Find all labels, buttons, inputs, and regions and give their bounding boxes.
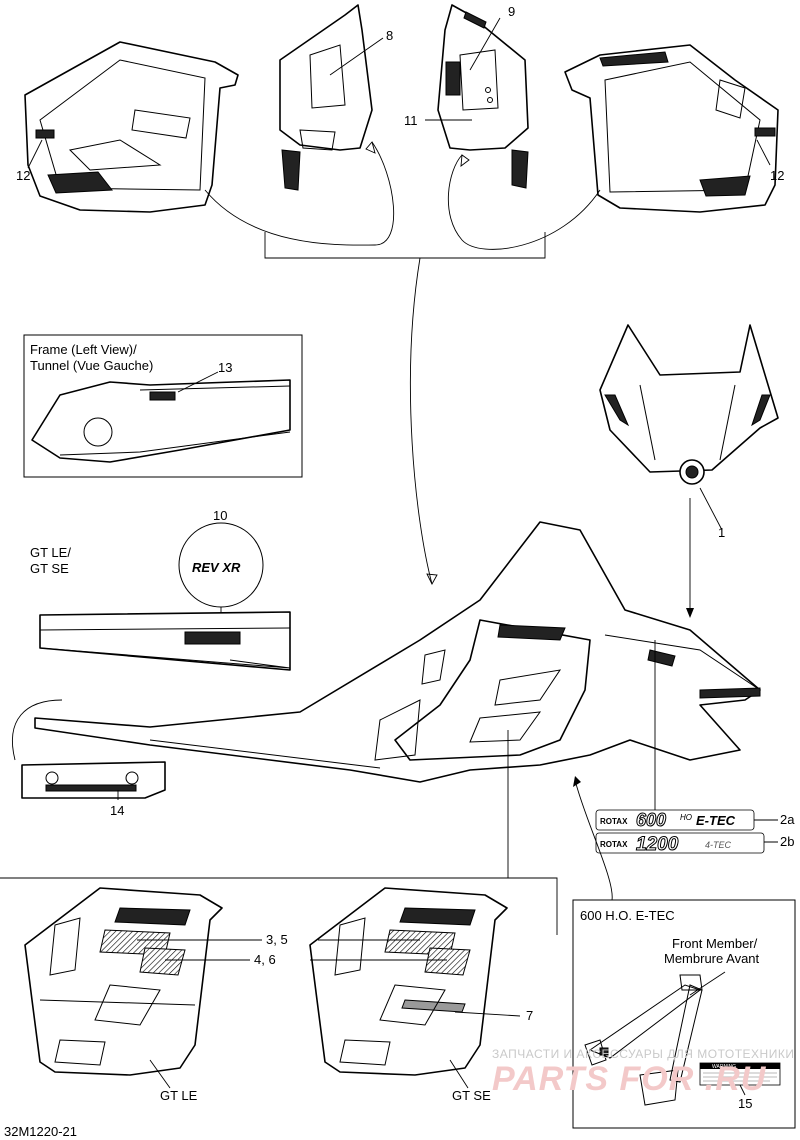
right-side-panel-outer — [564, 44, 779, 213]
left-inner-panel — [279, 4, 373, 191]
callout-7: 7 — [526, 1008, 533, 1023]
rear-flap-drawing — [21, 761, 166, 799]
frame-left-view-box — [23, 334, 303, 478]
callout-14: 14 — [110, 803, 124, 818]
svg-text:E-TEC: E-TEC — [696, 813, 736, 828]
frame-left-view-title-2: Tunnel (Vue Gauche) — [30, 358, 153, 373]
gt-le-panel-drawing — [24, 887, 223, 1076]
callout-3-5: 3, 5 — [266, 932, 288, 947]
front-member-drawing — [584, 974, 703, 1106]
svg-text:WARNING: WARNING — [712, 1064, 736, 1070]
svg-text:ROTAX: ROTAX — [600, 817, 628, 826]
front-member-title-2: Membrure Avant — [664, 951, 760, 966]
callout-15: 15 — [738, 1096, 752, 1111]
revxr-badge-text: REV XR — [192, 560, 241, 575]
callout-2b: 2b — [780, 834, 794, 849]
front-member-title-1: Front Member/ — [672, 936, 758, 951]
watermark-line2: PARTS FOR .RU — [492, 1060, 767, 1098]
callout-4-6: 4, 6 — [254, 952, 276, 967]
rotax-1200-decal: ROTAX 1200 4-TEC — [595, 832, 765, 856]
svg-text:1200: 1200 — [636, 834, 679, 855]
callout-2a: 2a — [780, 812, 795, 827]
right-inner-panel — [437, 4, 529, 189]
variant-gt-se: GT SE — [452, 1088, 491, 1103]
callout-8: 8 — [386, 28, 393, 43]
gt-le-se-title-2: GT SE — [30, 561, 69, 576]
gt-se-panel-drawing — [309, 887, 508, 1076]
engine-600-title: 600 H.O. E-TEC — [580, 908, 675, 923]
hood-drawing — [599, 324, 779, 485]
gt-le-se-title-1: GT LE/ — [30, 545, 71, 560]
callout-12-left: 12 — [16, 168, 30, 183]
variant-gt-le: GT LE — [160, 1088, 198, 1103]
diagram-code: 32M1220-21 — [4, 1124, 77, 1139]
svg-text:ROTAX: ROTAX — [600, 840, 628, 849]
frame-left-view-title-1: Frame (Left View)/ — [30, 342, 137, 357]
svg-text:600: 600 — [636, 810, 666, 830]
gt-tunnel-drawing — [39, 611, 291, 671]
rotax-600-decal: ROTAX 600 HO E-TEC — [595, 810, 755, 831]
callout-13: 13 — [218, 360, 232, 375]
svg-text:4-TEC: 4-TEC — [705, 840, 732, 850]
warning-label-drawing: WARNING — [699, 1062, 781, 1086]
left-side-panel-outer — [24, 41, 239, 213]
callout-1: 1 — [718, 525, 725, 540]
frame-tunnel-drawing — [31, 379, 291, 463]
svg-text:HO: HO — [680, 813, 692, 822]
callout-9: 9 — [508, 4, 515, 19]
callout-10: 10 — [213, 508, 227, 523]
callout-12-right: 12 — [770, 168, 784, 183]
engine-600-inset-box — [572, 899, 796, 1129]
callout-11: 11 — [404, 113, 418, 128]
watermark-line1: ЗАПЧАСТИ И АКСЕССУАРЫ ДЛЯ МОТОТЕХНИКИ — [492, 1047, 794, 1061]
